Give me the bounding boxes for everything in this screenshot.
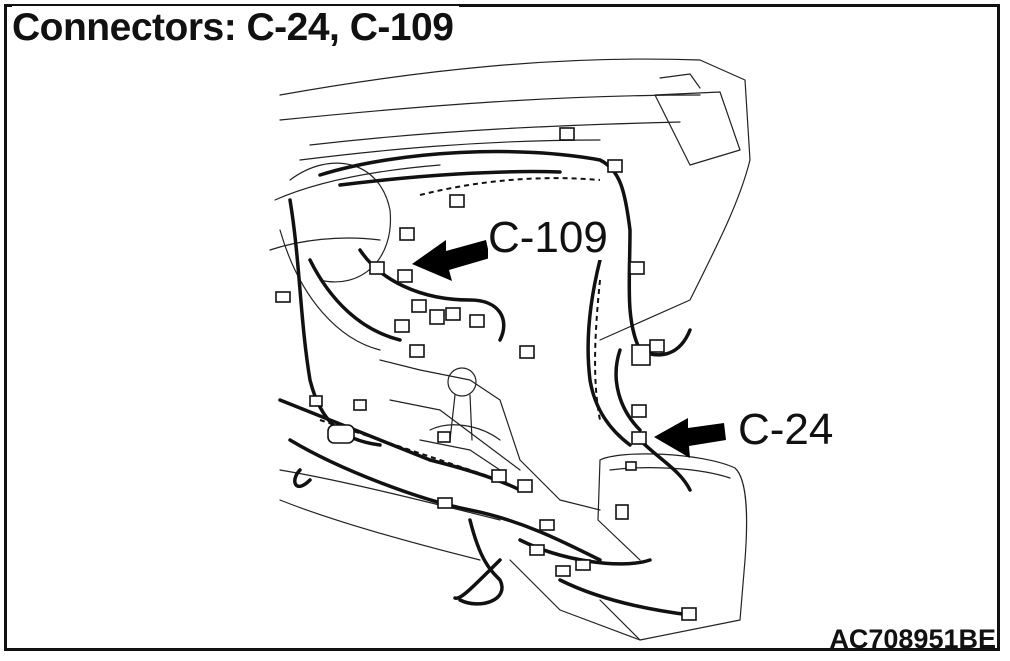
arrow-to-c109 (412, 240, 490, 281)
callout-label-c24: C-24 (738, 405, 834, 454)
callout-label-c109: C-109 (488, 213, 608, 262)
connector-c24 (631, 431, 647, 445)
callout-arrows (412, 240, 726, 458)
vent (654, 91, 741, 166)
dashboard-outline (279, 58, 751, 341)
figure-frame (4, 4, 1000, 651)
page-title: Connectors: C-24, C-109 (12, 6, 460, 50)
cluster-ring (289, 162, 392, 283)
connector-c109 (397, 269, 413, 283)
gear-knob (447, 367, 477, 397)
connector-blocks (275, 127, 697, 621)
arrow-to-c24 (654, 418, 726, 458)
wiring-harness (278, 149, 692, 617)
center-console (379, 359, 601, 511)
floor-console (599, 453, 748, 641)
figure-id: AC708951BE (829, 624, 996, 654)
